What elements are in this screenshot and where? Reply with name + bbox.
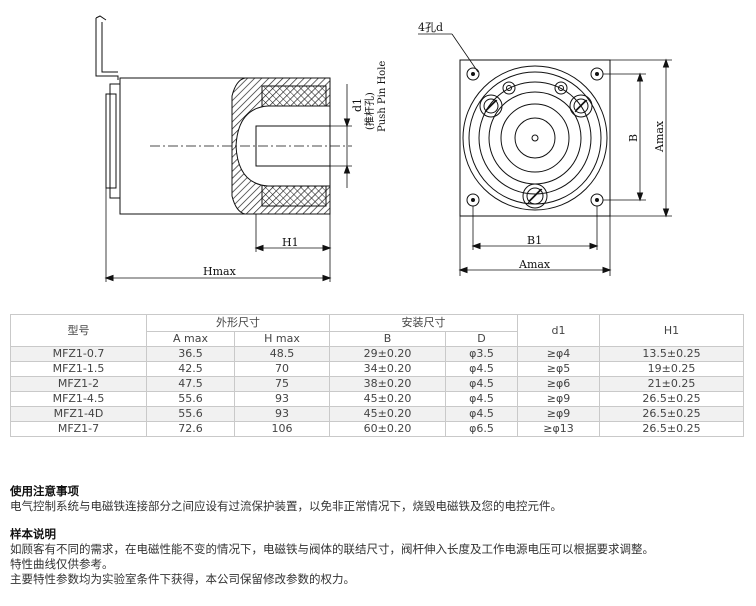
front-view bbox=[418, 33, 672, 276]
col-model-header: 型号 bbox=[10, 314, 147, 347]
table-cell-d: φ3.5 bbox=[445, 346, 518, 362]
usage-notes: 使用注意事项 电气控制系统与电磁铁连接部分之间应设有过流保护装置，以免非正常情况… bbox=[10, 484, 562, 514]
amax-vertical-label: Amax bbox=[653, 120, 666, 153]
technical-drawing: d1 (推杆孔) Push Pin Hole H1 Hmax bbox=[95, 15, 672, 282]
table-cell-d1: ≥φ13 bbox=[517, 421, 600, 437]
col-d-header: D bbox=[445, 331, 518, 347]
terminal-screw bbox=[569, 94, 593, 118]
col-outer-size-header: 外形尺寸 bbox=[146, 314, 330, 332]
col-hmax-header: H max bbox=[234, 331, 330, 347]
four-hole-label: 4孔d bbox=[418, 21, 443, 34]
table-cell-h: 75 bbox=[234, 376, 330, 392]
flange-square bbox=[459, 59, 611, 217]
col-amax-header: A max bbox=[146, 331, 235, 347]
d1-label: d1 bbox=[351, 98, 364, 112]
col-b-header: B bbox=[329, 331, 446, 347]
back-plate bbox=[105, 93, 117, 189]
table-cell-d: φ4.5 bbox=[445, 361, 518, 377]
table-cell-b: 45±0.20 bbox=[329, 391, 446, 407]
usage-title: 使用注意事项 bbox=[10, 484, 79, 498]
table-cell-model: MFZ1-7 bbox=[10, 421, 147, 437]
body-circle bbox=[462, 65, 608, 211]
table-cell-h: 48.5 bbox=[234, 346, 330, 362]
table-cell-h1: 13.5±0.25 bbox=[599, 346, 744, 362]
hmax-label: Hmax bbox=[203, 265, 237, 278]
table-cell-d: φ4.5 bbox=[445, 406, 518, 422]
table-cell-model: MFZ1-0.7 bbox=[10, 346, 147, 362]
h1-label: H1 bbox=[282, 236, 299, 249]
table-cell-b: 60±0.20 bbox=[329, 421, 446, 437]
terminal-screw bbox=[479, 94, 503, 118]
b1-label: B1 bbox=[527, 234, 542, 247]
table-cell-h: 93 bbox=[234, 391, 330, 407]
table-cell-d: φ4.5 bbox=[445, 391, 518, 407]
table-cell-h1: 19±0.25 bbox=[599, 361, 744, 377]
table-cell-h1: 21±0.25 bbox=[599, 376, 744, 392]
side-view bbox=[95, 15, 352, 282]
usage-text: 电气控制系统与电磁铁连接部分之间应设有过流保护装置，以免非正常情况下，烧毁电磁铁… bbox=[10, 499, 562, 513]
table-cell-d1: ≥φ6 bbox=[517, 376, 600, 392]
table-cell-b: 34±0.20 bbox=[329, 361, 446, 377]
table-cell-h1: 26.5±0.25 bbox=[599, 421, 744, 437]
lead-wire bbox=[95, 18, 119, 80]
table-cell-a: 47.5 bbox=[146, 376, 235, 392]
table-cell-a: 55.6 bbox=[146, 406, 235, 422]
push-pin-cn-label: (推杆孔) bbox=[363, 92, 376, 130]
mounting-hole bbox=[466, 67, 480, 81]
table-cell-d: φ4.5 bbox=[445, 376, 518, 392]
table-cell-h1: 26.5±0.25 bbox=[599, 391, 744, 407]
sample-line-3: 主要特性参数均为实验室条件下获得，本公司保留修改参数的权力。 bbox=[10, 572, 355, 586]
col-install-size-header: 安装尺寸 bbox=[329, 314, 518, 332]
table-cell-model: MFZ1-4.5 bbox=[10, 391, 147, 407]
col-d1-header: d1 bbox=[517, 314, 600, 347]
amax-horizontal-label: Amax bbox=[518, 258, 551, 271]
sample-line-2: 特性曲线仅供参考。 bbox=[10, 557, 114, 571]
table-cell-d1: ≥φ4 bbox=[517, 346, 600, 362]
spec-table: 型号 外形尺寸 安装尺寸 d1 H1 A max H max B D MFZ1-… bbox=[10, 314, 744, 437]
table-cell-d1: ≥φ9 bbox=[517, 391, 600, 407]
table-cell-h: 93 bbox=[234, 406, 330, 422]
sample-line-1: 如顾客有不同的需求，在电磁性能不变的情况下，电磁铁与阀体的联结尺寸，阀杆伸入长度… bbox=[10, 542, 654, 556]
table-cell-a: 42.5 bbox=[146, 361, 235, 377]
table-subheader-row: A max H max B D bbox=[11, 331, 744, 347]
table-cell-h: 70 bbox=[234, 361, 330, 377]
b-vertical-label: B bbox=[627, 134, 640, 142]
table-cell-h: 106 bbox=[234, 421, 330, 437]
table-cell-h1: 26.5±0.25 bbox=[599, 406, 744, 422]
col-h1-header: H1 bbox=[599, 314, 744, 347]
table-cell-b: 29±0.20 bbox=[329, 346, 446, 362]
table-cell-model: MFZ1-1.5 bbox=[10, 361, 147, 377]
table-cell-a: 72.6 bbox=[146, 421, 235, 437]
sample-notes: 样本说明 如顾客有不同的需求，在电磁性能不变的情况下，电磁铁与阀体的联结尺寸，阀… bbox=[10, 527, 654, 587]
lead-wire bbox=[101, 22, 118, 73]
terminal-screw bbox=[522, 183, 548, 209]
table-cell-b: 38±0.20 bbox=[329, 376, 446, 392]
table-cell-model: MFZ1-2 bbox=[10, 376, 147, 392]
table-cell-a: 55.6 bbox=[146, 391, 235, 407]
table-cell-d: φ6.5 bbox=[445, 421, 518, 437]
table-cell-a: 36.5 bbox=[146, 346, 235, 362]
sample-title: 样本说明 bbox=[10, 527, 56, 541]
table-cell-d1: ≥φ5 bbox=[517, 361, 600, 377]
table-cell-d1: ≥φ9 bbox=[517, 406, 600, 422]
table-cell-b: 45±0.20 bbox=[329, 406, 446, 422]
push-pin-en-label: Push Pin Hole bbox=[377, 61, 388, 132]
table-header-row: 型号 外形尺寸 安装尺寸 d1 H1 bbox=[10, 314, 744, 347]
table-cell-model: MFZ1-4D bbox=[10, 406, 147, 422]
